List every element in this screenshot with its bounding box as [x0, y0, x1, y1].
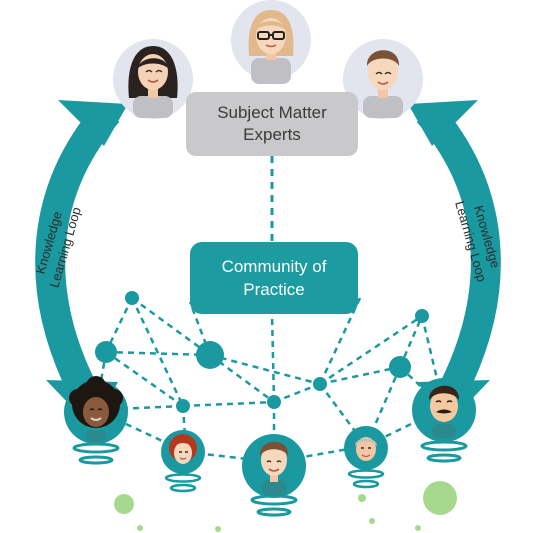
network-nodes: [95, 291, 429, 413]
sme-label-line1: Subject Matter: [217, 103, 327, 122]
right-arrow-head-top: [408, 100, 478, 146]
sme-label-line2: Experts: [243, 125, 301, 144]
member-man-icon: [242, 434, 306, 517]
member-man-mustache-icon: [412, 378, 476, 463]
community-of-practice-box: Community of Practice: [190, 242, 358, 314]
member-woman-curly-icon: [64, 376, 128, 465]
expert-woman-icon: [113, 39, 193, 119]
green-dots: [114, 481, 457, 532]
member-redhead-icon: [161, 430, 205, 493]
cop-label-line1: Community of: [221, 257, 327, 276]
expert-man-icon: [343, 39, 423, 119]
left-arrow-head-top: [58, 100, 128, 146]
expert-woman-glasses-icon: [231, 0, 311, 84]
member-older-man-icon: [344, 426, 388, 489]
cop-label-line2: Practice: [243, 280, 305, 299]
subject-matter-experts-box: Subject Matter Experts: [186, 92, 358, 156]
